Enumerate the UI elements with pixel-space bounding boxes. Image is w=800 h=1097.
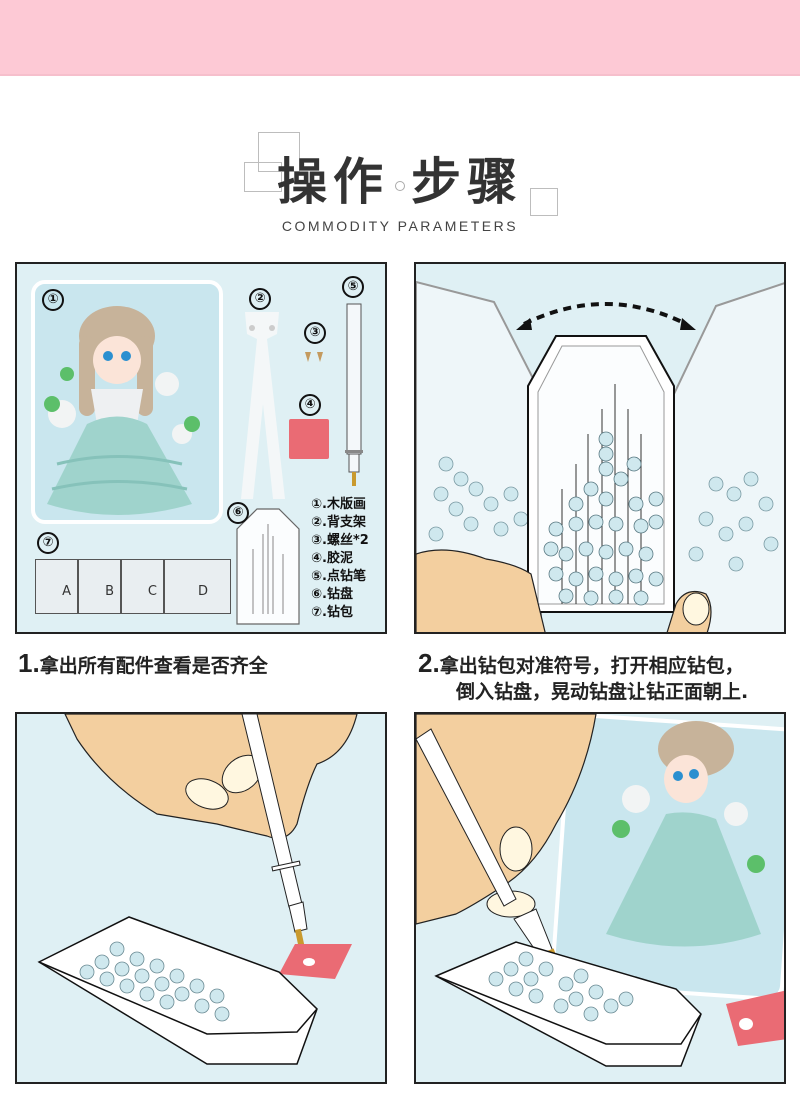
marker-6: ⑥ (227, 502, 249, 524)
marker-1: ① (42, 289, 64, 311)
step-text-line2: 倒入钻盘，晃动钻盘让钻正面朝上. (456, 681, 749, 703)
marker-3: ③ (304, 322, 326, 344)
step-number: 1. (18, 648, 40, 678)
step1-components-panel: ① ② ③ ④ ⑤ ⑥ ⑦ A B C D ①.木版画 ②.背支架 ③.螺丝*2… (15, 262, 387, 634)
decor-square (244, 162, 282, 192)
step2-caption: 2.拿出钻包对准符号，打开相应钻包， 倒入钻盘，晃动钻盘让钻正面朝上. (418, 650, 788, 705)
marker-7: ⑦ (37, 532, 59, 554)
legend-item: ⑥.钻盘 (311, 587, 353, 602)
step1-caption: 1.拿出所有配件查看是否齐全 (18, 650, 268, 679)
marker-2: ② (249, 288, 271, 310)
title-dot (395, 181, 405, 191)
legend-item: ③.螺丝*2 (311, 533, 369, 548)
title-right: 步骤 (411, 152, 523, 211)
step3-putty-panel (15, 712, 387, 1084)
diamond-bag-a: A (35, 559, 78, 614)
pen-putty-illustration (37, 714, 358, 1065)
page-subtitle: COMMODITY PARAMETERS (281, 218, 519, 234)
shake-tray-illustration (416, 280, 784, 632)
legend-item: ⑤.点钻笔 (311, 569, 366, 584)
marker-5: ⑤ (342, 276, 364, 298)
pick-diamond-illustration (416, 714, 784, 1067)
section-header: 操作步骤 COMMODITY PARAMETERS (0, 130, 800, 240)
step2-tray-panel (414, 262, 786, 634)
marker-4: ④ (299, 394, 321, 416)
components-illustration (31, 280, 363, 625)
page-title: 操作步骤 (0, 142, 800, 214)
components-legend: ①.木版画 ②.背支架 ③.螺丝*2 ④.胶泥 ⑤.点钻笔 ⑥.钻盘 ⑦.钻包 (311, 496, 369, 622)
legend-item: ④.胶泥 (311, 551, 353, 566)
step-text: 拿出所有配件查看是否齐全 (39, 655, 268, 677)
title-left: 操作 (277, 152, 389, 211)
top-banner (0, 0, 800, 76)
diamond-bag-b: B (78, 559, 121, 614)
legend-item: ①.木版画 (311, 497, 366, 512)
decor-square (258, 132, 300, 172)
diamond-bag-d: D (164, 559, 231, 614)
legend-item: ⑦.钻包 (311, 605, 353, 620)
step4-pick-diamond-panel (414, 712, 786, 1084)
decor-square (530, 188, 558, 216)
step-number: 2. (418, 648, 440, 678)
diamond-bag-c: C (121, 559, 164, 614)
step-text-line1: 拿出钻包对准符号，打开相应钻包， (439, 655, 744, 677)
legend-item: ②.背支架 (311, 515, 366, 530)
